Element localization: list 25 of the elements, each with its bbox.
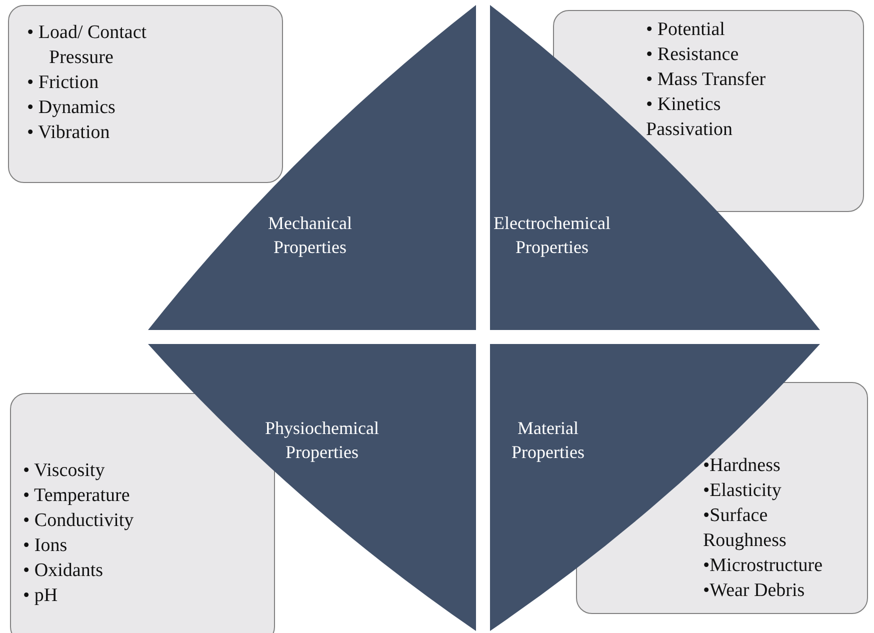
bullet-item: • Vibration (27, 121, 111, 145)
bullet-item: • Load/ Contact Pressure (27, 21, 148, 70)
sector-label: Physiochemical Properties (264, 417, 380, 464)
bullet-item: •Microstructure (703, 554, 824, 578)
text-panel (8, 5, 283, 183)
bullet-item: • Ions (23, 534, 68, 558)
bullet-item: •Wear Debris (703, 579, 806, 603)
bullet-item: • Mass Transfer (646, 68, 767, 92)
bullet-item: • Oxidants (23, 559, 104, 583)
bullet-item: • pH (23, 584, 59, 608)
bullet-item: •Hardness (703, 454, 782, 478)
bullet-item: • Temperature (23, 484, 131, 508)
sector-label: Electrochemical Properties (492, 212, 612, 259)
bullet-item: •Elasticity (703, 479, 782, 503)
bullet-item: • Resistance (646, 43, 740, 67)
bullet-item: Passivation (646, 118, 734, 142)
sector-label: Mechanical Properties (267, 212, 353, 259)
bullet-item: • Conductivity (23, 509, 135, 533)
bullet-item: • Viscosity (23, 459, 106, 483)
bullet-item: • Friction (27, 71, 100, 95)
sector-label: Material Properties (510, 417, 586, 464)
bullet-item: •Surface Roughness (703, 504, 788, 553)
bullet-item: • Potential (646, 18, 726, 42)
bullet-item: • Dynamics (27, 96, 116, 120)
bullet-item: • Kinetics (646, 93, 722, 117)
